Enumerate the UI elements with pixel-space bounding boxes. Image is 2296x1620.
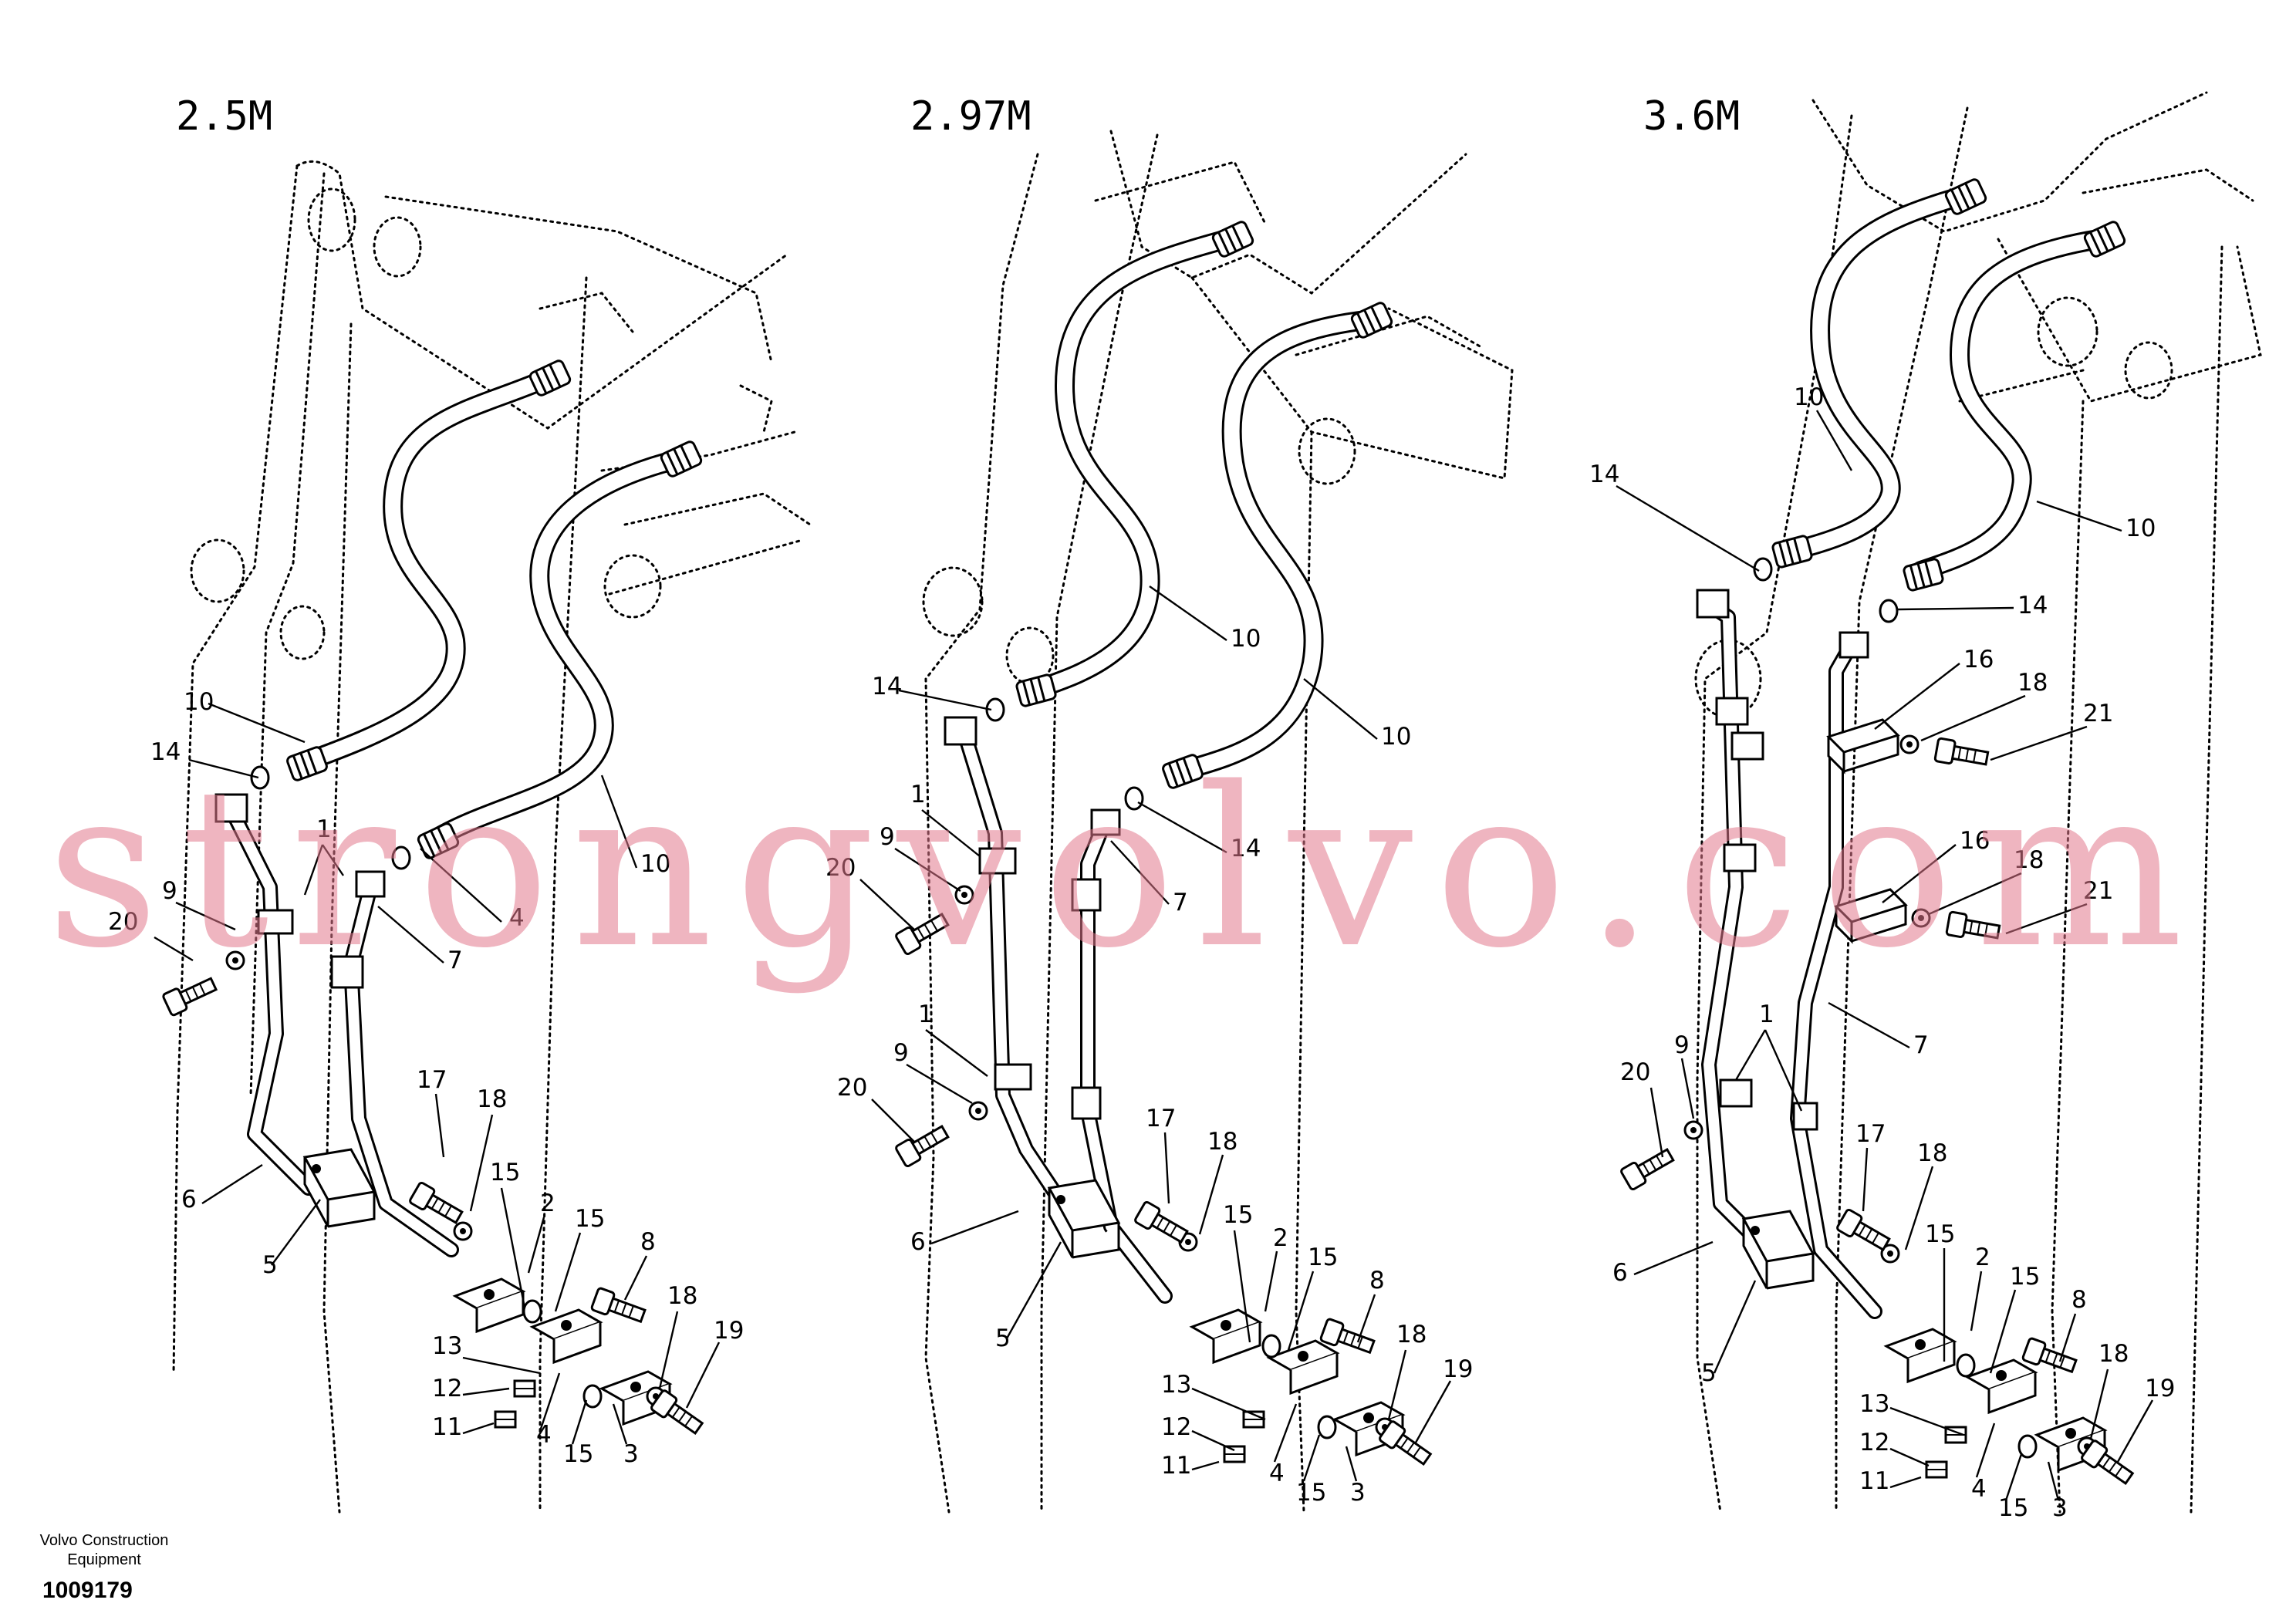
callout-9: 9	[880, 823, 895, 851]
callout-4: 4	[1269, 1460, 1285, 1487]
callout-5: 5	[262, 1251, 278, 1279]
callout-9: 9	[893, 1039, 909, 1067]
callout-8: 8	[2071, 1286, 2087, 1314]
callout-12: 12	[432, 1375, 462, 1402]
callout-2: 2	[1273, 1224, 1288, 1252]
callout-11: 11	[1161, 1452, 1191, 1480]
callout-20: 20	[837, 1074, 867, 1102]
callout-16: 16	[1960, 827, 1990, 855]
callout-21: 21	[2083, 700, 2113, 727]
panel-3-6m: 3.6M	[1589, 91, 2262, 1522]
callout-13: 13	[1161, 1371, 1191, 1399]
callout-15: 15	[490, 1159, 520, 1186]
callout-10: 10	[184, 688, 214, 716]
callout-3: 3	[1350, 1479, 1366, 1507]
callout-4: 4	[536, 1421, 552, 1449]
callout-12: 12	[1161, 1413, 1191, 1441]
callout-14: 14	[150, 738, 181, 766]
callout-18: 18	[1207, 1128, 1237, 1156]
callout-21: 21	[2083, 877, 2113, 905]
callout-10: 10	[1231, 625, 1261, 653]
callout-12: 12	[1859, 1429, 1889, 1456]
callout-1: 1	[910, 781, 926, 808]
callout-15: 15	[1998, 1494, 2028, 1522]
callout-5: 5	[995, 1325, 1011, 1352]
callout-15: 15	[575, 1205, 605, 1233]
callout-6: 6	[1612, 1259, 1628, 1287]
callout-14: 14	[872, 673, 902, 700]
callout-17: 17	[417, 1066, 447, 1094]
callout-18: 18	[1917, 1139, 1947, 1167]
callout-9: 9	[162, 877, 177, 905]
callout-4: 4	[509, 904, 525, 932]
callout-15: 15	[1308, 1244, 1338, 1271]
callout-10: 10	[1381, 723, 1411, 751]
callout-17: 17	[1146, 1105, 1176, 1132]
callout-4: 4	[1971, 1475, 1987, 1503]
callout-11: 11	[1859, 1467, 1889, 1495]
callout-7: 7	[1173, 889, 1188, 916]
callout-7: 7	[447, 947, 463, 974]
callout-3: 3	[623, 1440, 639, 1468]
callout-15: 15	[1223, 1201, 1253, 1229]
callout-15: 15	[1925, 1220, 1955, 1248]
callout-1: 1	[1759, 1001, 1774, 1028]
watermark: strongvolvo.com	[46, 741, 2205, 997]
callout-14: 14	[1231, 835, 1261, 862]
panel-2-97m: 2.97M	[826, 93, 1514, 1514]
callout-8: 8	[1369, 1267, 1385, 1294]
callout-2: 2	[540, 1190, 555, 1217]
callout-18: 18	[477, 1085, 507, 1113]
callout-18: 18	[667, 1282, 697, 1310]
callout-20: 20	[1620, 1058, 1650, 1086]
callout-20: 20	[108, 908, 138, 936]
callout-18: 18	[1396, 1321, 1427, 1348]
callout-2: 2	[1975, 1244, 1990, 1271]
brand-label: Volvo Construction Equipment	[39, 1532, 169, 1568]
callout-10: 10	[1794, 383, 1824, 411]
callout-19: 19	[2145, 1375, 2175, 1402]
callout-1: 1	[316, 815, 332, 843]
callout-1: 1	[918, 1001, 934, 1028]
callout-13: 13	[1859, 1390, 1889, 1418]
callout-16: 16	[1963, 646, 1994, 673]
callout-6: 6	[181, 1186, 197, 1213]
callout-14: 14	[2017, 592, 2048, 619]
callout-5: 5	[1701, 1359, 1717, 1387]
callout-18: 18	[2017, 669, 2048, 697]
callout-7: 7	[1913, 1031, 1929, 1059]
callout-3: 3	[2052, 1494, 2068, 1522]
callout-10: 10	[2125, 515, 2156, 542]
callout-14: 14	[1589, 461, 1619, 488]
callout-15: 15	[2010, 1263, 2040, 1291]
callout-10: 10	[640, 850, 670, 878]
callout-15: 15	[563, 1440, 593, 1468]
callout-13: 13	[432, 1332, 462, 1360]
panel-title: 2.5M	[176, 93, 272, 140]
callout-9: 9	[1674, 1031, 1690, 1059]
callout-19: 19	[1443, 1355, 1473, 1383]
callout-8: 8	[640, 1228, 656, 1256]
panel-2-5m: 2.5M	[108, 93, 812, 1514]
callout-6: 6	[910, 1228, 926, 1256]
callout-18: 18	[2098, 1340, 2129, 1368]
panel-title: 3.6M	[1643, 93, 1740, 140]
callout-17: 17	[1855, 1120, 1886, 1148]
callout-20: 20	[826, 854, 856, 882]
panel-title: 2.97M	[910, 93, 1032, 140]
callout-15: 15	[1296, 1479, 1326, 1507]
document-number: 1009179	[42, 1578, 133, 1603]
callout-19: 19	[714, 1317, 744, 1345]
callout-18: 18	[2014, 846, 2044, 874]
callout-11: 11	[432, 1413, 462, 1441]
